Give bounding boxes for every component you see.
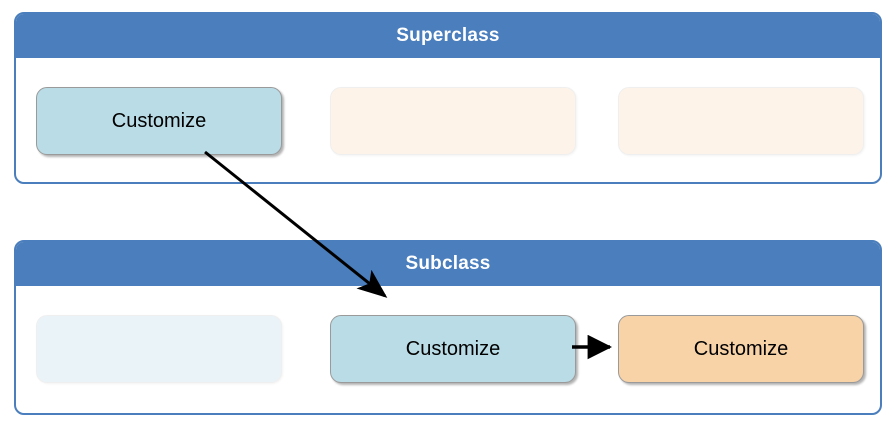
subclass-member-2-label: Customize	[405, 337, 501, 360]
superclass-member-1[interactable]: Customize	[36, 87, 282, 155]
subclass-member-1[interactable]	[36, 315, 282, 383]
subclass-member-3-label: Customize	[693, 337, 789, 360]
superclass-member-1-label: Customize	[111, 109, 207, 132]
subclass-panel: Subclass Customize Customize	[14, 240, 882, 415]
subclass-title: Subclass	[16, 242, 880, 286]
superclass-body: Customize	[16, 58, 880, 182]
subclass-member-3[interactable]: Customize	[618, 315, 864, 383]
subclass-body: Customize Customize	[16, 286, 880, 413]
subclass-member-2[interactable]: Customize	[330, 315, 576, 383]
superclass-title: Superclass	[16, 14, 880, 58]
superclass-member-2[interactable]	[330, 87, 576, 155]
superclass-member-3[interactable]	[618, 87, 864, 155]
superclass-panel: Superclass Customize	[14, 12, 882, 184]
